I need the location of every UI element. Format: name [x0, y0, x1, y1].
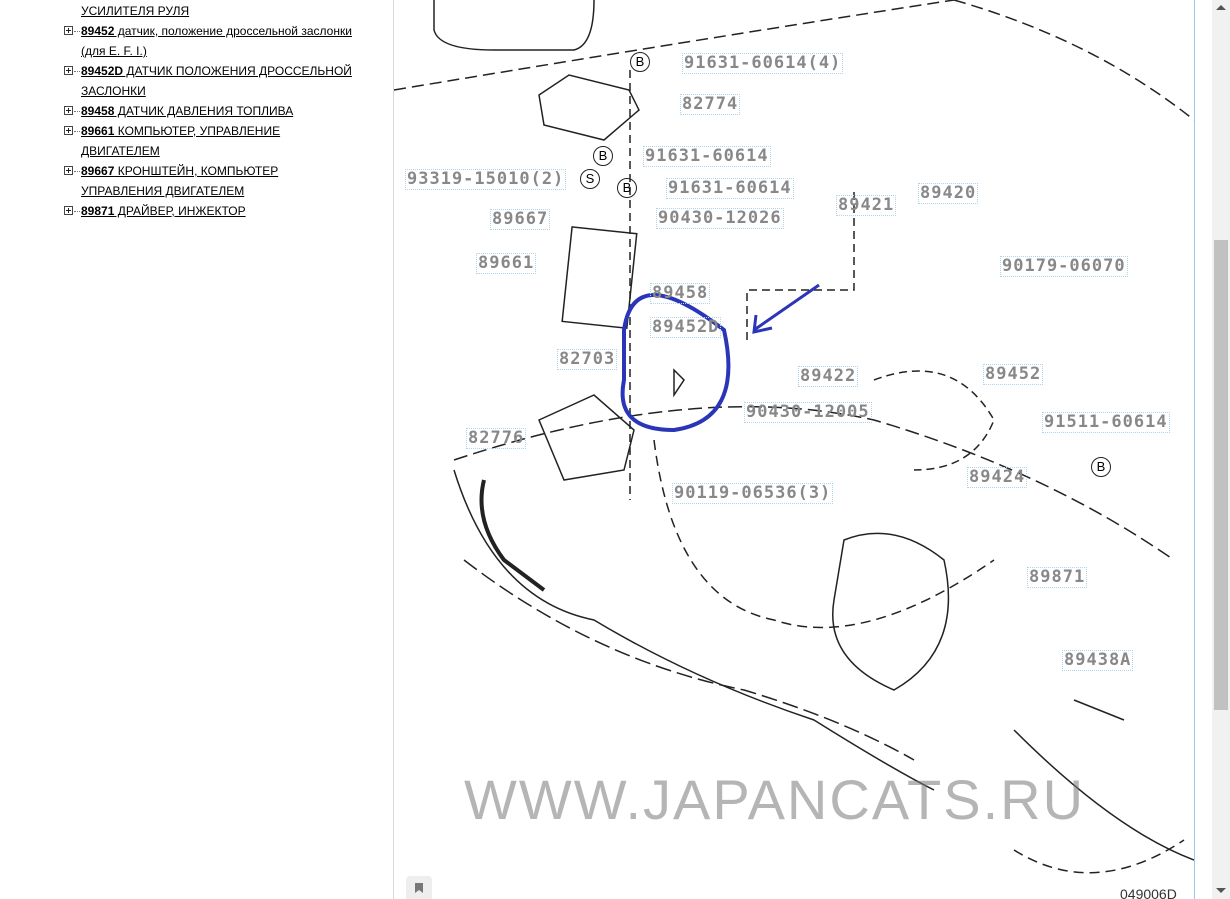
- tree-link[interactable]: 89452D ДАТЧИК ПОЛОЖЕНИЯ ДРОССЕЛЬНОЙ: [81, 64, 352, 78]
- scroll-up-icon[interactable]: [1216, 5, 1226, 10]
- part-label[interactable]: 89458: [650, 283, 711, 304]
- part-label[interactable]: 82774: [680, 94, 741, 115]
- tree-item-89452d[interactable]: 89452D ДАТЧИК ПОЛОЖЕНИЯ ДРОССЕЛЬНОЙ: [64, 61, 384, 81]
- part-label[interactable]: 89420: [918, 183, 979, 204]
- part-label[interactable]: 91511-60614: [1042, 412, 1170, 433]
- tree-item-89871[interactable]: 89871 ДРАЙВЕР, ИНЖЕКТОР: [64, 201, 384, 221]
- parts-diagram: WWW.JAPANCATS.RU 91631-60614(4) 82774 91…: [394, 0, 1195, 899]
- expand-icon[interactable]: [64, 206, 73, 215]
- tree-link[interactable]: ДВИГАТЕЛЕМ: [81, 144, 160, 158]
- tree-link[interactable]: 89458 ДАТЧИК ДАВЛЕНИЯ ТОПЛИВА: [81, 104, 294, 118]
- tree-item-continuation[interactable]: ЗАСЛОНКИ: [64, 81, 384, 101]
- part-label[interactable]: 82703: [557, 349, 618, 370]
- vertical-scrollbar[interactable]: [1212, 0, 1230, 899]
- watermark: WWW.JAPANCATS.RU: [464, 768, 1086, 831]
- tree-item-89661[interactable]: 89661 КОМПЬЮТЕР, УПРАВЛЕНИЕ: [64, 121, 384, 141]
- bolt-marker: B: [630, 52, 650, 72]
- expand-icon[interactable]: [64, 26, 73, 35]
- bolt-marker: B: [1091, 457, 1111, 477]
- bolt-marker: B: [617, 178, 637, 198]
- tree-link[interactable]: 89871 ДРАЙВЕР, ИНЖЕКТОР: [81, 204, 246, 218]
- tree-item-continuation[interactable]: УСИЛИТЕЛЯ РУЛЯ: [64, 1, 384, 21]
- expand-icon[interactable]: [64, 106, 73, 115]
- part-label[interactable]: 89422: [798, 366, 859, 387]
- figure-number: 049006D: [1120, 886, 1177, 899]
- screw-marker: S: [580, 169, 600, 189]
- tree-link[interactable]: УПРАВЛЕНИЯ ДВИГАТЕЛЕМ: [81, 184, 245, 198]
- expand-icon[interactable]: [64, 66, 73, 75]
- scrollbar-thumb[interactable]: [1214, 240, 1228, 710]
- tree-link[interactable]: 89661 КОМПЬЮТЕР, УПРАВЛЕНИЕ: [81, 124, 281, 138]
- tree-link[interactable]: 89667 КРОНШТЕЙН, КОМПЬЮТЕР: [81, 164, 279, 178]
- part-label[interactable]: 89667: [490, 209, 551, 230]
- bookmark-icon[interactable]: [406, 876, 432, 899]
- tree-link[interactable]: 89452 датчик, положение дроссельной засл…: [81, 24, 352, 38]
- tree-item-89452[interactable]: 89452 датчик, положение дроссельной засл…: [64, 21, 384, 41]
- part-label[interactable]: 82776: [466, 428, 527, 449]
- part-label[interactable]: 90179-06070: [1000, 256, 1128, 277]
- bolt-marker: B: [593, 146, 613, 166]
- part-label[interactable]: 89452: [983, 364, 1044, 385]
- scroll-down-icon[interactable]: [1216, 888, 1226, 893]
- part-label[interactable]: 89871: [1027, 567, 1088, 588]
- part-label[interactable]: 90430-12026: [656, 208, 784, 229]
- diagram-drawing: [394, 0, 1194, 874]
- tree-item-89667[interactable]: 89667 КРОНШТЕЙН, КОМПЬЮТЕР: [64, 161, 384, 181]
- part-label[interactable]: 93319-15010(2): [405, 169, 567, 190]
- tree-item-continuation[interactable]: УПРАВЛЕНИЯ ДВИГАТЕЛЕМ: [64, 181, 384, 201]
- part-label[interactable]: 90430-12005: [744, 402, 872, 423]
- tree-link[interactable]: УСИЛИТЕЛЯ РУЛЯ: [81, 4, 190, 18]
- part-label[interactable]: 91631-60614: [666, 178, 794, 199]
- parts-tree-panel: УСИЛИТЕЛЯ РУЛЯ 89452 датчик, положение д…: [0, 0, 394, 899]
- part-label[interactable]: 89421: [836, 195, 897, 216]
- part-label[interactable]: 89424: [967, 467, 1028, 488]
- expand-icon[interactable]: [64, 126, 73, 135]
- tree-link[interactable]: ЗАСЛОНКИ: [81, 84, 146, 98]
- part-label[interactable]: 91631-60614: [643, 146, 771, 167]
- tree-item-continuation[interactable]: (для E. F. I.): [64, 41, 384, 61]
- part-label[interactable]: 89661: [476, 253, 537, 274]
- expand-icon[interactable]: [64, 166, 73, 175]
- tree-link[interactable]: (для E. F. I.): [81, 44, 147, 58]
- part-label[interactable]: 90119-06536(3): [672, 483, 834, 504]
- tree-item-continuation[interactable]: ДВИГАТЕЛЕМ: [64, 141, 384, 161]
- part-label[interactable]: 89452D: [650, 317, 722, 338]
- part-label[interactable]: 89438A: [1062, 650, 1134, 671]
- tree-item-89458[interactable]: 89458 ДАТЧИК ДАВЛЕНИЯ ТОПЛИВА: [64, 101, 384, 121]
- part-label[interactable]: 91631-60614(4): [682, 53, 844, 74]
